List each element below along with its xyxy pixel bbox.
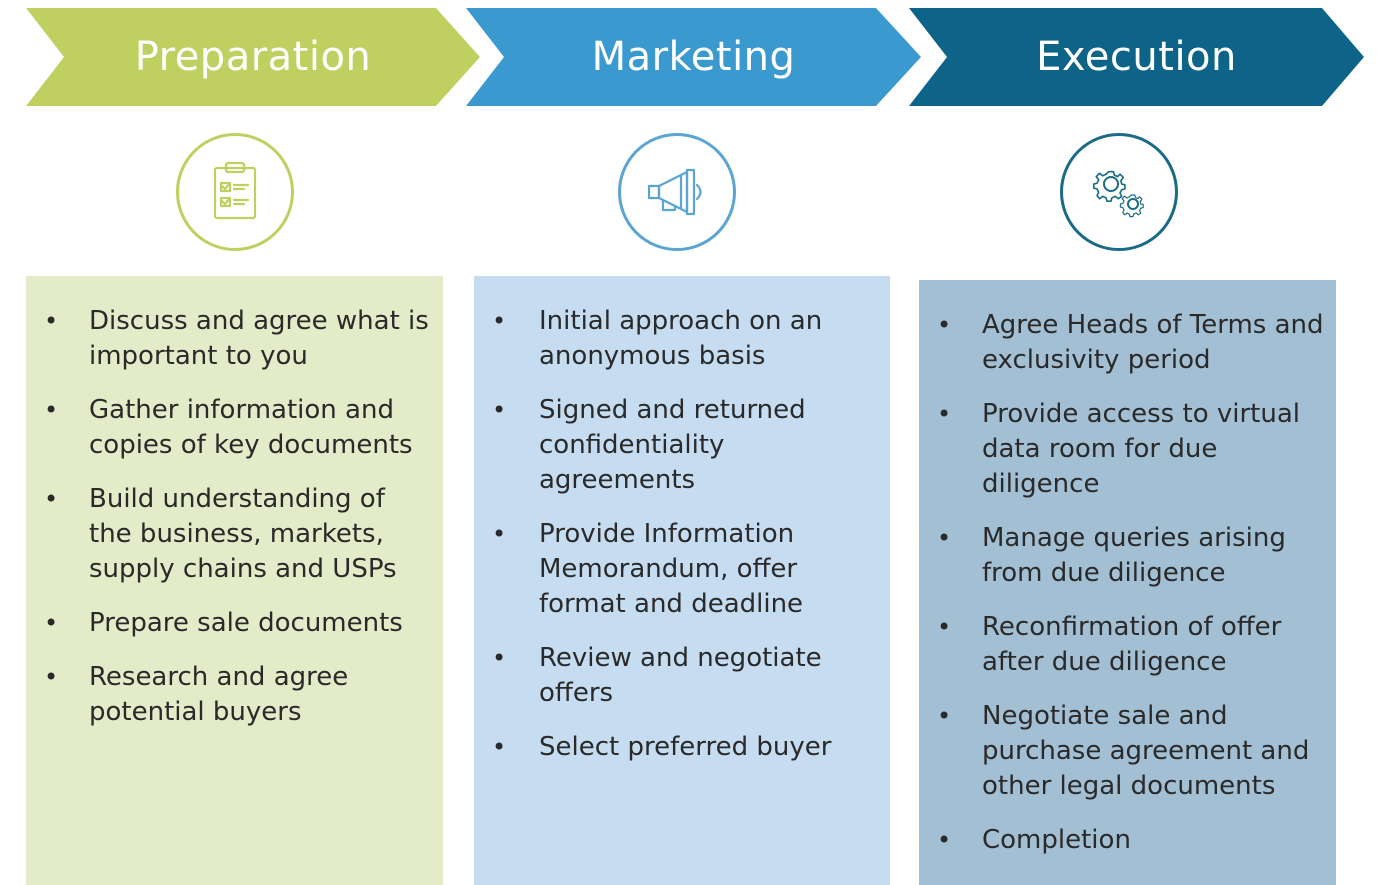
list-item: •Prepare sale documents — [44, 606, 433, 641]
chevron-shape — [466, 8, 921, 106]
stage-header-marketing: Marketing — [466, 8, 921, 106]
megaphone-icon — [618, 133, 736, 251]
bullet: • — [937, 524, 952, 552]
list-item: •Initial approach on an anonymous basis — [492, 306, 823, 371]
list-item: •Research and agree potential buyers — [44, 662, 349, 727]
bullet: • — [44, 307, 59, 335]
stage-panel-marketing: •Initial approach on an anonymous basis … — [474, 276, 890, 885]
list-item: •Reconfirmation of offer after due dilig… — [937, 612, 1282, 677]
task-list: •Initial approach on an anonymous basis … — [492, 304, 880, 765]
bullet: • — [492, 733, 507, 761]
list-item: •Select preferred buyer — [492, 730, 880, 765]
bullet: • — [44, 485, 59, 513]
bullet: • — [492, 396, 507, 424]
task-list: •Agree Heads of Terms and exclusivity pe… — [937, 308, 1326, 858]
stage-panel-preparation: •Discuss and agree what is important to … — [26, 276, 443, 885]
bullet: • — [44, 609, 59, 637]
list-item: •Build understanding of the business, ma… — [44, 484, 397, 584]
stage-panel-execution: •Agree Heads of Terms and exclusivity pe… — [919, 280, 1336, 885]
bullet: • — [937, 702, 952, 730]
list-item: •Completion — [937, 823, 1326, 858]
list-item: •Review and negotiate offers — [492, 643, 822, 708]
bullet: • — [937, 613, 952, 641]
bullet: • — [492, 307, 507, 335]
bullet: • — [44, 396, 59, 424]
list-item: •Manage queries arising from due diligen… — [937, 523, 1286, 588]
task-list: •Discuss and agree what is important to … — [44, 304, 433, 730]
list-item: •Agree Heads of Terms and exclusivity pe… — [937, 310, 1324, 375]
list-item: •Provide Information Memorandum, offer f… — [492, 519, 804, 619]
list-item: •Discuss and agree what is important to … — [44, 306, 429, 371]
list-item: •Negotiate sale and purchase agreement a… — [937, 701, 1310, 801]
clipboard-checklist-icon — [176, 133, 294, 251]
stage-header-preparation: Preparation — [26, 8, 480, 106]
stage-title: Marketing — [591, 34, 796, 80]
chevron-shape — [909, 8, 1364, 106]
stage-title: Execution — [1036, 34, 1237, 80]
stage-header-execution: Execution — [909, 8, 1364, 106]
list-item: •Gather information and copies of key do… — [44, 395, 413, 460]
bullet: • — [44, 663, 59, 691]
list-item: •Signed and returned confidentiality agr… — [492, 395, 806, 495]
chevron-shape — [26, 8, 480, 106]
bullet: • — [937, 826, 952, 854]
gears-icon — [1060, 133, 1178, 251]
bullet: • — [492, 520, 507, 548]
stage-title: Preparation — [134, 34, 372, 80]
bullet: • — [492, 644, 507, 672]
bullet: • — [937, 400, 952, 428]
bullet: • — [937, 311, 952, 339]
list-item: •Provide access to virtual data room for… — [937, 399, 1300, 499]
